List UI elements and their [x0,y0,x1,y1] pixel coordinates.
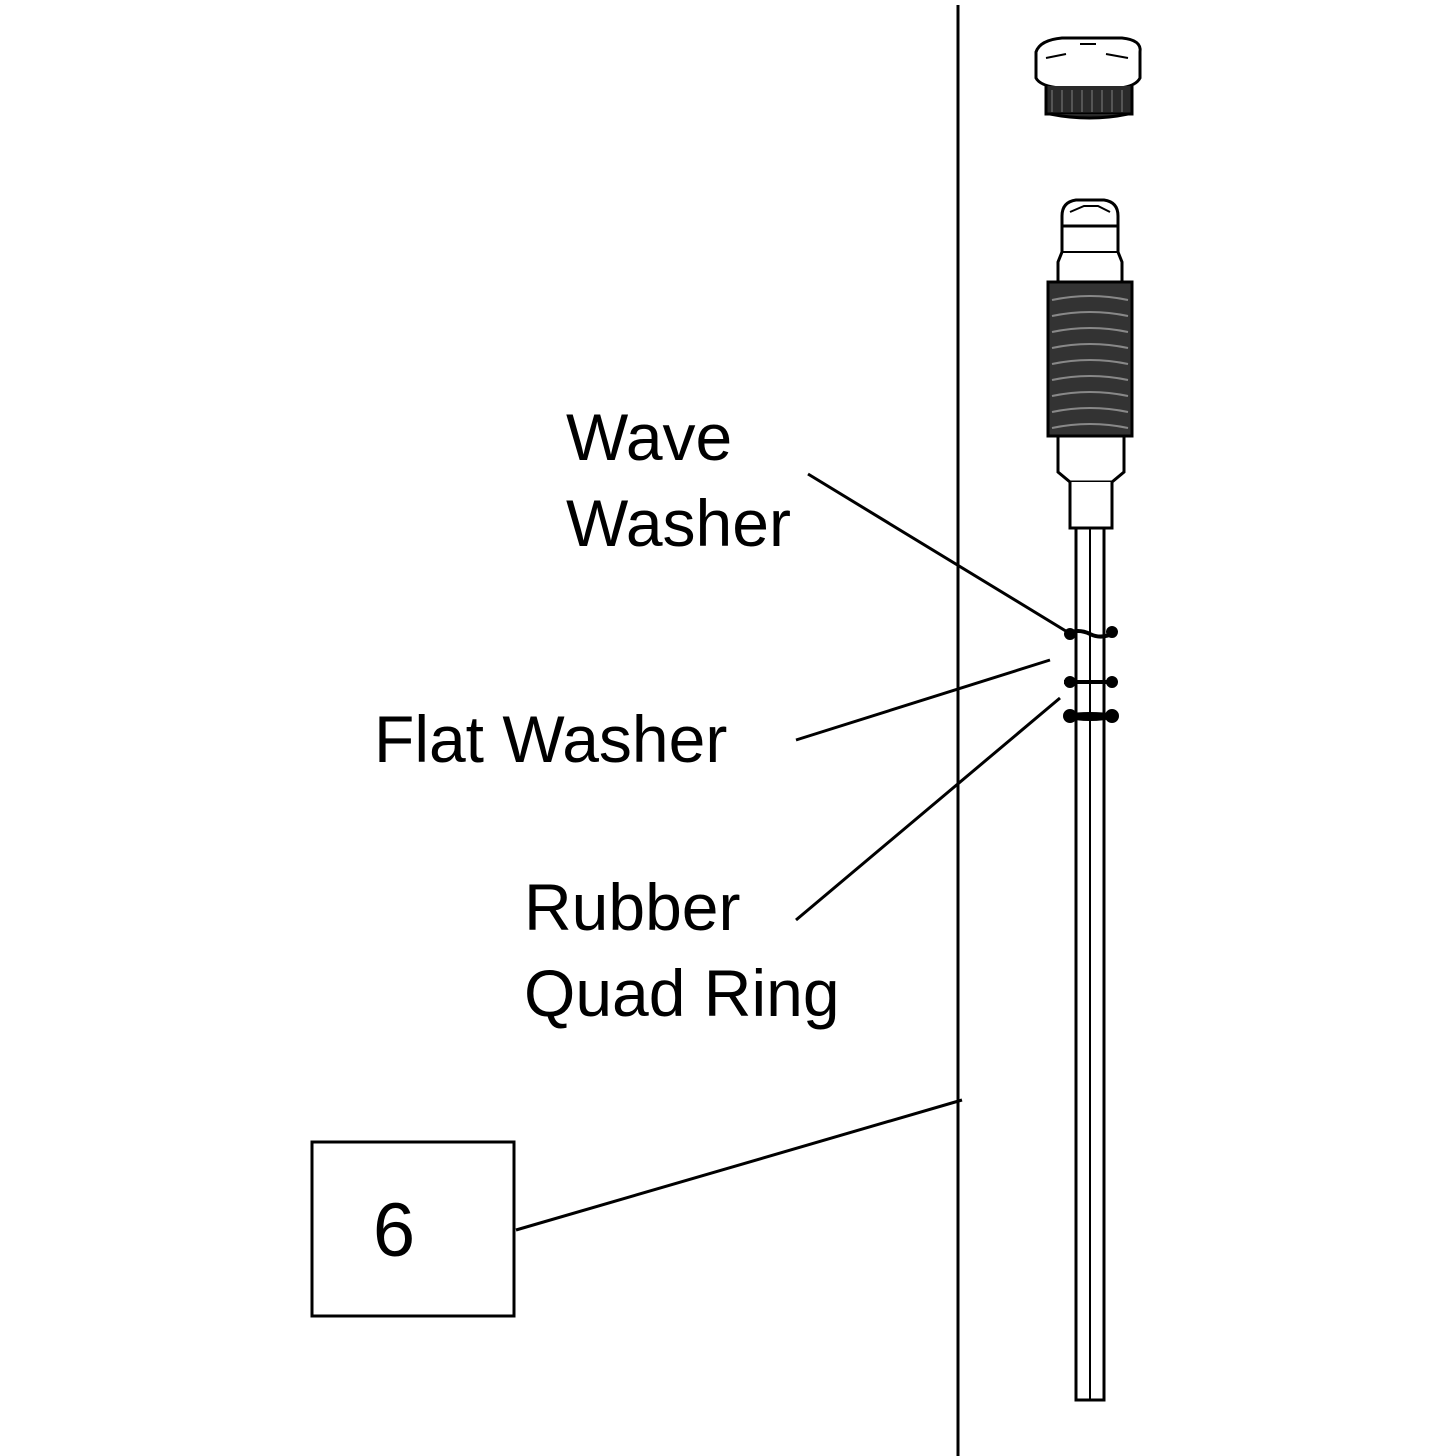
flat-washer-label: Flat Washer [374,702,727,776]
quad-ring-part [1063,709,1119,723]
probe-assembly [1046,198,1134,1402]
callout-number: 6 [373,1188,415,1273]
wave-washer-leader [807,472,1075,638]
flat-washer-leader [795,658,1051,742]
rubber-quad-ring-label-line1: Rubber [524,870,740,944]
callout-6-leader [515,1098,963,1232]
callout-box [310,1140,516,1318]
flat-washer-part [1064,676,1118,688]
quad-ring-leader [795,696,1061,922]
wave-washer-label-line1: Wave [566,400,732,474]
wave-washer-part [1064,626,1118,640]
cap-part [1034,36,1142,120]
wave-washer-label-line2: Washer [566,486,791,560]
rubber-quad-ring-label-line2: Quad Ring [524,956,840,1030]
